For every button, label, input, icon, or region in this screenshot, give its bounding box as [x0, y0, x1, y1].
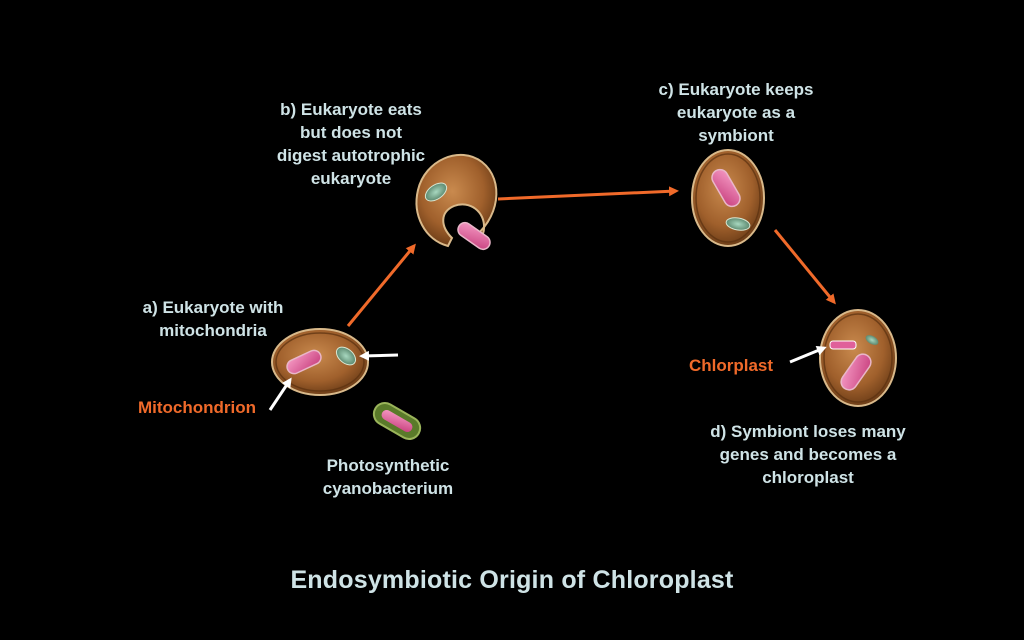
stage-b-label: b) Eukaryote eats but does not digest au…: [256, 98, 446, 190]
stage-d-line1: d) Symbiont loses many: [710, 422, 906, 441]
stage-b-line3: digest autotrophic: [276, 146, 426, 165]
stage-d-line3: chloroplast: [762, 468, 854, 487]
cell-a: [271, 328, 369, 396]
cell-b-body: [415, 153, 498, 248]
pointer-chloroplast: [789, 346, 827, 364]
stage-c-label: c) Eukaryote keeps eukaryote as a symbio…: [636, 78, 836, 147]
cyanobacterium-line1: Photosynthetic: [326, 456, 450, 475]
pointer-plastid: [359, 350, 399, 361]
stage-a-label: a) Eukaryote with mitochondria: [120, 296, 306, 342]
pointer-mitochondrion: [268, 377, 292, 411]
cell-c: [691, 149, 765, 247]
stage-d-line2: genes and becomes a: [719, 445, 897, 464]
stage-b-line2: but does not: [300, 123, 402, 142]
diagram-title: Endosymbiotic Origin of Chloroplast: [290, 566, 734, 594]
cell-c-symbiont: [711, 168, 741, 208]
mitochondrion-callout: Mitochondrion: [137, 398, 257, 417]
chloroplast-callout: Chlorplast: [688, 356, 774, 375]
stage-b-line1: b) Eukaryote eats: [280, 100, 422, 119]
cell-a-mitochondrion: [286, 349, 322, 375]
cyanobacterium-line2: cyanobacterium: [322, 479, 454, 498]
stage-d-label: d) Symbiont loses many genes and becomes…: [686, 420, 930, 489]
arrow-c-to-d: [773, 229, 836, 305]
cyanobacterium-cell: [372, 402, 422, 440]
cell-d: [819, 309, 897, 407]
stage-a-line1: a) Eukaryote with: [142, 298, 284, 317]
cell-a-plastid: [335, 346, 357, 366]
cell-d-chloroplast: [829, 340, 857, 350]
stage-c-line1: c) Eukaryote keeps: [658, 80, 814, 99]
stage-a-line2: mitochondria: [159, 321, 267, 340]
cell-d-mitochondrion: [840, 353, 872, 391]
stage-c-line2: eukaryote as a: [676, 103, 796, 122]
arrow-b-to-c: [497, 186, 679, 201]
cell-b: [415, 153, 498, 251]
cell-c-plastid: [725, 217, 751, 231]
cell-b-plastid: [424, 182, 448, 202]
cell-d-plastid: [865, 335, 879, 345]
stage-c-line3: symbiont: [698, 126, 774, 145]
stage-b-line4: eukaryote: [310, 169, 392, 188]
cell-b-engulfed-cyanobacterium: [457, 221, 491, 251]
arrow-a-to-b: [346, 243, 416, 327]
cyanobacterium-label: Photosynthetic cyanobacterium: [302, 454, 474, 500]
